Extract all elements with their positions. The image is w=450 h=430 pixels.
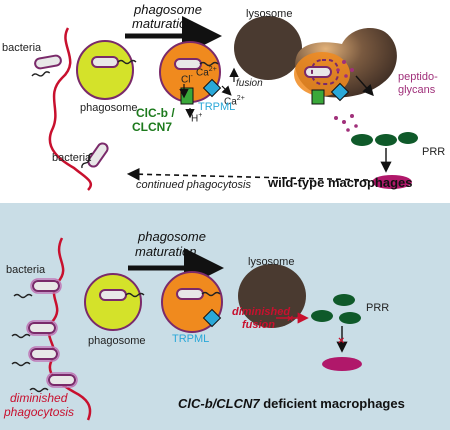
trpml-channel-bottom [202, 308, 222, 328]
lysosome-label-top: lysosome [246, 8, 293, 20]
prr-top [351, 132, 418, 146]
bacterium-bottom-3 [28, 346, 60, 362]
continued-phagocytosis-label: continued phagocytosis [136, 179, 251, 191]
maturation-label-bottom-2: maturation [135, 244, 197, 259]
clcb-label-1: ClC-b / [136, 106, 175, 120]
maturation-label-top-2: maturation [132, 16, 194, 31]
phagosome-top [76, 40, 134, 100]
clc-channel-fused [311, 89, 325, 105]
prr-bottom [311, 294, 361, 324]
panel-title-bottom: ClC-b/CLCN7 deficient macrophages [178, 396, 405, 411]
diminished-fusion-label-2: fusion [242, 319, 275, 331]
chloride-label: Cl- [181, 73, 193, 86]
bacterium-bottom-2 [26, 320, 58, 336]
bacterium-top-outside [33, 53, 63, 71]
bacteria-label-top-bottom: bacteria [52, 152, 92, 164]
maturation-label-bottom-1: phagosome [138, 229, 206, 244]
phagosome-label-top: phagosome [80, 102, 138, 114]
lysosome-top [234, 16, 302, 80]
block-x-2: × [338, 335, 344, 347]
panel-title-top: wild-type macrophages [268, 175, 413, 190]
membrane-bottom [47, 237, 92, 421]
fusion-label: fusion [236, 78, 263, 89]
signal-output-top [372, 175, 412, 189]
bacteria-label-top: bacteria [2, 42, 42, 54]
diminished-phagocytosis-label-2: phagocytosis [4, 405, 75, 419]
maturation-label-top-1: phagosome [134, 2, 202, 17]
bacterium-bottom-1 [30, 278, 62, 294]
block-x-1: × [287, 313, 293, 325]
prr-label-top: PRR [422, 146, 446, 158]
trpml-label-top: TRPML [198, 101, 236, 113]
phagosome-label-bottom: phagosome [88, 335, 146, 347]
peptidoglycan-dots [334, 60, 358, 132]
trpml-channel-top [202, 78, 222, 98]
phagosome-bottom [84, 273, 142, 331]
peptidoglycans-label-2: glycans [398, 84, 436, 96]
lysosome-bottom [238, 264, 306, 328]
signal-output-bottom [322, 357, 362, 371]
membrane-top [48, 27, 93, 191]
diminished-phagocytosis-label-1: diminished [10, 391, 68, 405]
bacterium-bottom-4 [46, 372, 78, 388]
trpml-channel-fused [330, 82, 350, 102]
clc-channel-top [180, 87, 194, 105]
continued-phagocytosis-arrow [126, 167, 369, 181]
diminished-fusion-label-1: diminished [232, 306, 291, 318]
peptidoglycans-label-1: peptido- [398, 71, 438, 83]
calcium-label-2: Ca2+ [224, 95, 245, 108]
clcb-label-2: CLCN7 [132, 120, 173, 134]
prr-label-bottom: PRR [366, 302, 390, 314]
calcium-label-1: Ca2+ [196, 66, 217, 79]
proton-label: H+ [191, 112, 203, 125]
lysosome-label-bottom: lysosome [248, 256, 295, 268]
trpml-label-bottom: TRPML [172, 333, 210, 345]
bacteria-label-bottom: bacteria [6, 264, 46, 276]
